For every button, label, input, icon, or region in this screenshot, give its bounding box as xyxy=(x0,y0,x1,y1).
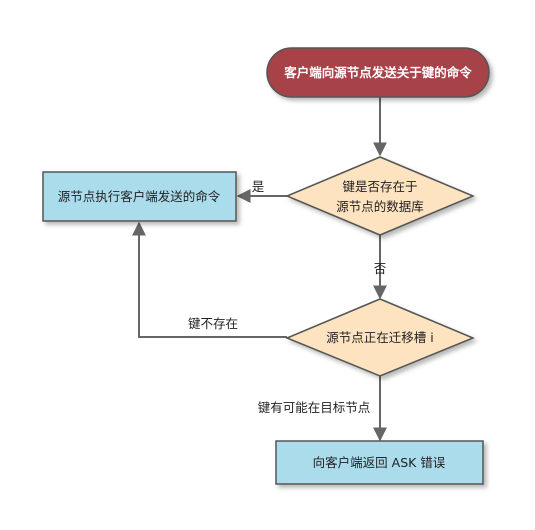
ask-error-label: 向客户端返回 ASK 错误 xyxy=(313,455,446,470)
decision-key-exists-label-line2: 源节点的数据库 xyxy=(336,199,424,214)
connector-key-missing-to-execute xyxy=(132,221,287,338)
start-node-label: 客户端向源节点发送关于键的命令 xyxy=(283,65,472,80)
decision-key-exists-label-line1: 键是否存在于 xyxy=(342,179,417,194)
edge-label-key-maybe-target: 键有可能在目标节点 xyxy=(258,400,371,415)
edge-label-no: 否 xyxy=(374,261,387,276)
edge-label-key-missing: 键不存在 xyxy=(188,316,238,331)
decision-migrating-slot-label: 源节点正在迁移槽 i xyxy=(326,330,433,345)
edge-label-yes: 是 xyxy=(252,179,265,194)
decision-migrating-slot xyxy=(285,298,475,377)
execute-command-label: 源节点执行客户端发送的命令 xyxy=(58,189,221,204)
decision-key-exists xyxy=(285,156,475,236)
ask-error-node xyxy=(275,440,484,485)
execute-command-node xyxy=(42,171,237,222)
start-node xyxy=(266,47,490,98)
